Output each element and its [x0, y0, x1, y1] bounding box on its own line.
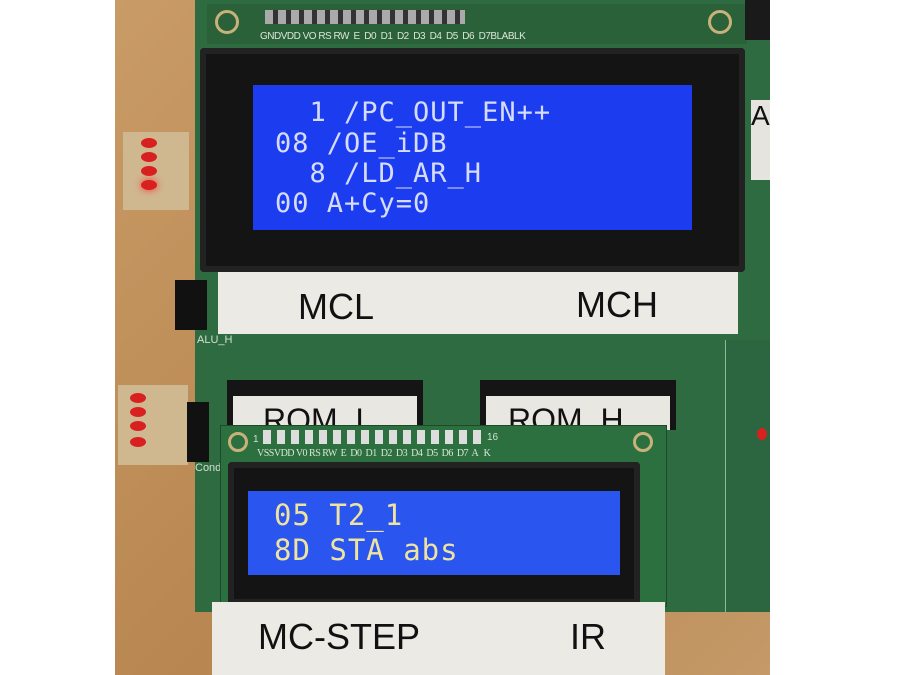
- red-led: [757, 428, 767, 440]
- label-mcl: MCL: [298, 286, 375, 327]
- led-module-top: [123, 132, 189, 210]
- silk-alu-h: ALU_H: [197, 334, 233, 346]
- bottom-lcd-row-1: 05 T2_1: [274, 498, 404, 532]
- top-lcd-row-3: 8 /LD_AR_H: [275, 158, 483, 189]
- led: [141, 152, 157, 162]
- top-lcd-row-2: 08 /OE_iDB: [275, 128, 448, 159]
- seven-seg-display: [745, 0, 770, 40]
- led: [130, 393, 146, 403]
- mount-hole: [708, 10, 732, 34]
- label-mch: MCH: [576, 284, 658, 325]
- photo: GNDVDD VO RS RW E D0 D1 D2 D3 D4 D5 D6 D…: [115, 0, 770, 675]
- pin-16-label: 16: [487, 432, 499, 443]
- display-controller-board: [725, 340, 770, 612]
- bottom-lcd-row-2: 8D STA abs: [274, 533, 459, 567]
- wire-connector: [175, 280, 207, 330]
- right-label: A: [751, 100, 770, 180]
- bottom-lcd-label: MC-STEP IR: [212, 602, 665, 675]
- label-ir: IR: [570, 616, 606, 657]
- led: [130, 421, 146, 431]
- silk-cond: Cond: [195, 462, 222, 474]
- mount-hole: [215, 10, 239, 34]
- top-lcd-label: MCL MCH: [218, 272, 738, 334]
- led: [130, 407, 146, 417]
- led: [141, 180, 157, 190]
- mount-hole: [633, 432, 653, 452]
- header-pins: [265, 10, 465, 24]
- led: [141, 138, 157, 148]
- mount-hole: [228, 432, 248, 452]
- bottom-lcd-screen: 05 T2_1 8D STA abs: [248, 491, 620, 575]
- pin-1-label: 1: [253, 434, 259, 445]
- led-module-bottom: [118, 385, 188, 465]
- led: [141, 166, 157, 176]
- top-lcd-row-1: 1 /PC_OUT_EN++: [275, 97, 552, 128]
- label-mc-step: MC-STEP: [258, 616, 420, 657]
- led: [130, 437, 146, 447]
- rom-low-label: ROM_L: [233, 396, 417, 430]
- bottom-lcd-pin-labels: VSSVDD V0 RS RW E D0 D1 D2 D3 D4 D5 D6 D…: [257, 448, 491, 459]
- top-lcd-pin-labels: GNDVDD VO RS RW E D0 D1 D2 D3 D4 D5 D6 D…: [260, 31, 526, 42]
- bottom-lcd-pins: [263, 430, 485, 444]
- connector: [187, 402, 209, 462]
- top-lcd-row-4: 00 A+Cy=0: [275, 188, 431, 219]
- top-lcd-screen: 1 /PC_OUT_EN++ 08 /OE_iDB 8 /LD_AR_H 00 …: [253, 85, 692, 230]
